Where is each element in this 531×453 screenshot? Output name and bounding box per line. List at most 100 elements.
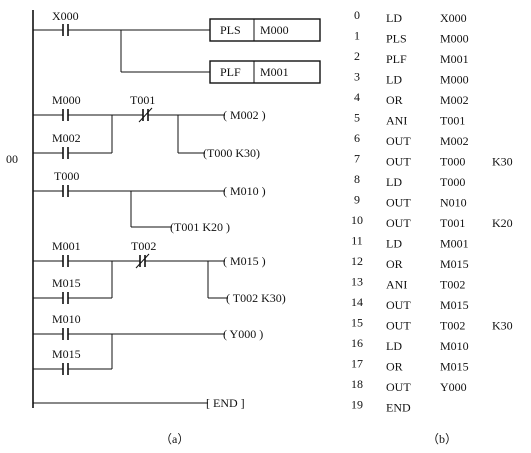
step-marker: 00 <box>6 152 18 166</box>
il-operand: M000 <box>440 32 469 46</box>
il-constant: K20 <box>492 216 513 230</box>
caption-b: （b） <box>427 432 457 446</box>
svg-text:T002: T002 <box>131 239 156 253</box>
il-operand: Y000 <box>440 380 467 394</box>
coil-t000-k30: (T000 K30) <box>203 146 260 160</box>
il-step: 7 <box>354 152 360 166</box>
il-operand: X000 <box>440 11 467 25</box>
il-operand: N010 <box>440 196 467 210</box>
rung-2: M000 M002 T001 ( M002 ) (T000 K30) <box>33 93 266 160</box>
il-operand: M015 <box>440 257 469 271</box>
pls-box: PLS M000 <box>209 18 321 42</box>
contact-t002-nc: T002 <box>131 239 156 269</box>
contact-m001: M001 <box>52 239 81 267</box>
contact-x000: X000 <box>52 9 79 36</box>
il-row: 15 OUT T002 K30 <box>351 316 513 333</box>
il-step: 0 <box>354 8 360 22</box>
ladder-diagram: 00 X000 PLS M000 PLF M001 <box>6 9 321 446</box>
il-constant: K30 <box>492 319 513 333</box>
rung-5: M010 M015 ( Y000 ) <box>33 312 263 375</box>
il-instruction: LD <box>386 175 402 189</box>
coil-m015: ( M015 ) <box>223 254 266 268</box>
il-operand: T000 <box>440 155 465 169</box>
il-constant: K30 <box>492 155 513 169</box>
svg-text:T001: T001 <box>130 93 155 107</box>
contact-m015-b: M015 <box>52 347 81 375</box>
svg-text:M015: M015 <box>52 347 81 361</box>
il-step: 16 <box>351 336 363 350</box>
il-row: 16 LD M010 <box>351 336 469 353</box>
svg-text:PLF: PLF <box>220 65 241 79</box>
caption-a: （a） <box>160 432 189 446</box>
il-step: 6 <box>354 131 360 145</box>
svg-text:M015: M015 <box>52 276 81 290</box>
il-instruction: OUT <box>386 134 411 148</box>
il-step: 13 <box>351 275 363 289</box>
svg-text:M001: M001 <box>260 65 289 79</box>
rung-end: [ END ] <box>33 396 245 410</box>
contact-t001-nc: T001 <box>130 93 155 123</box>
il-row: 6 OUT M002 <box>354 131 469 148</box>
il-operand: M010 <box>440 339 469 353</box>
il-operand: M002 <box>440 93 469 107</box>
il-instruction: PLS <box>386 32 407 46</box>
rung-3: T000 ( M010 ) (T001 K20 ) <box>33 169 266 234</box>
il-instruction: OR <box>386 257 403 271</box>
il-step: 11 <box>351 234 363 248</box>
il-instruction: OR <box>386 360 403 374</box>
il-instruction: END <box>386 401 411 415</box>
svg-text:M000: M000 <box>260 23 289 37</box>
il-row: 1 PLS M000 <box>354 29 469 46</box>
il-operand: T002 <box>440 319 465 333</box>
il-step: 12 <box>351 254 363 268</box>
il-step: 2 <box>354 49 360 63</box>
il-row: 12 OR M015 <box>351 254 469 271</box>
il-operand: M001 <box>440 237 469 251</box>
contact-m000: M000 <box>52 93 81 121</box>
plf-box: PLF M001 <box>209 60 321 84</box>
il-instruction: LD <box>386 73 402 87</box>
il-instruction: LD <box>386 11 402 25</box>
il-operand: T001 <box>440 216 465 230</box>
il-row: 7 OUT T000 K30 <box>354 152 513 169</box>
contact-m002: M002 <box>52 131 81 159</box>
rung-4: M001 M015 T002 ( M015 ) ( T002 K30) <box>33 239 286 305</box>
svg-text:PLS: PLS <box>220 23 241 37</box>
coil-t001-k20: (T001 K20 ) <box>170 220 230 234</box>
contact-t000: T000 <box>54 169 79 197</box>
il-step: 1 <box>354 29 360 43</box>
contact-m010: M010 <box>52 312 81 340</box>
end-instruction: [ END ] <box>206 396 245 410</box>
il-operand: M002 <box>440 134 469 148</box>
il-operand: T001 <box>440 114 465 128</box>
rung-1: X000 PLS M000 PLF M001 <box>33 9 321 84</box>
il-instruction: OUT <box>386 319 411 333</box>
il-step: 10 <box>351 213 363 227</box>
il-row: 0 LD X000 <box>354 8 467 25</box>
svg-text:X000: X000 <box>52 9 79 23</box>
il-instruction: ANI <box>386 114 407 128</box>
il-instruction: OUT <box>386 155 411 169</box>
il-step: 4 <box>354 90 360 104</box>
il-row: 10 OUT T001 K20 <box>351 213 513 230</box>
il-instruction: LD <box>386 339 402 353</box>
il-operand: T000 <box>440 175 465 189</box>
il-step: 14 <box>351 295 363 309</box>
il-step: 5 <box>354 111 360 125</box>
il-operand: M015 <box>440 360 469 374</box>
il-instruction: LD <box>386 237 402 251</box>
il-step: 15 <box>351 316 363 330</box>
il-instruction: OUT <box>386 216 411 230</box>
svg-text:T000: T000 <box>54 169 79 183</box>
